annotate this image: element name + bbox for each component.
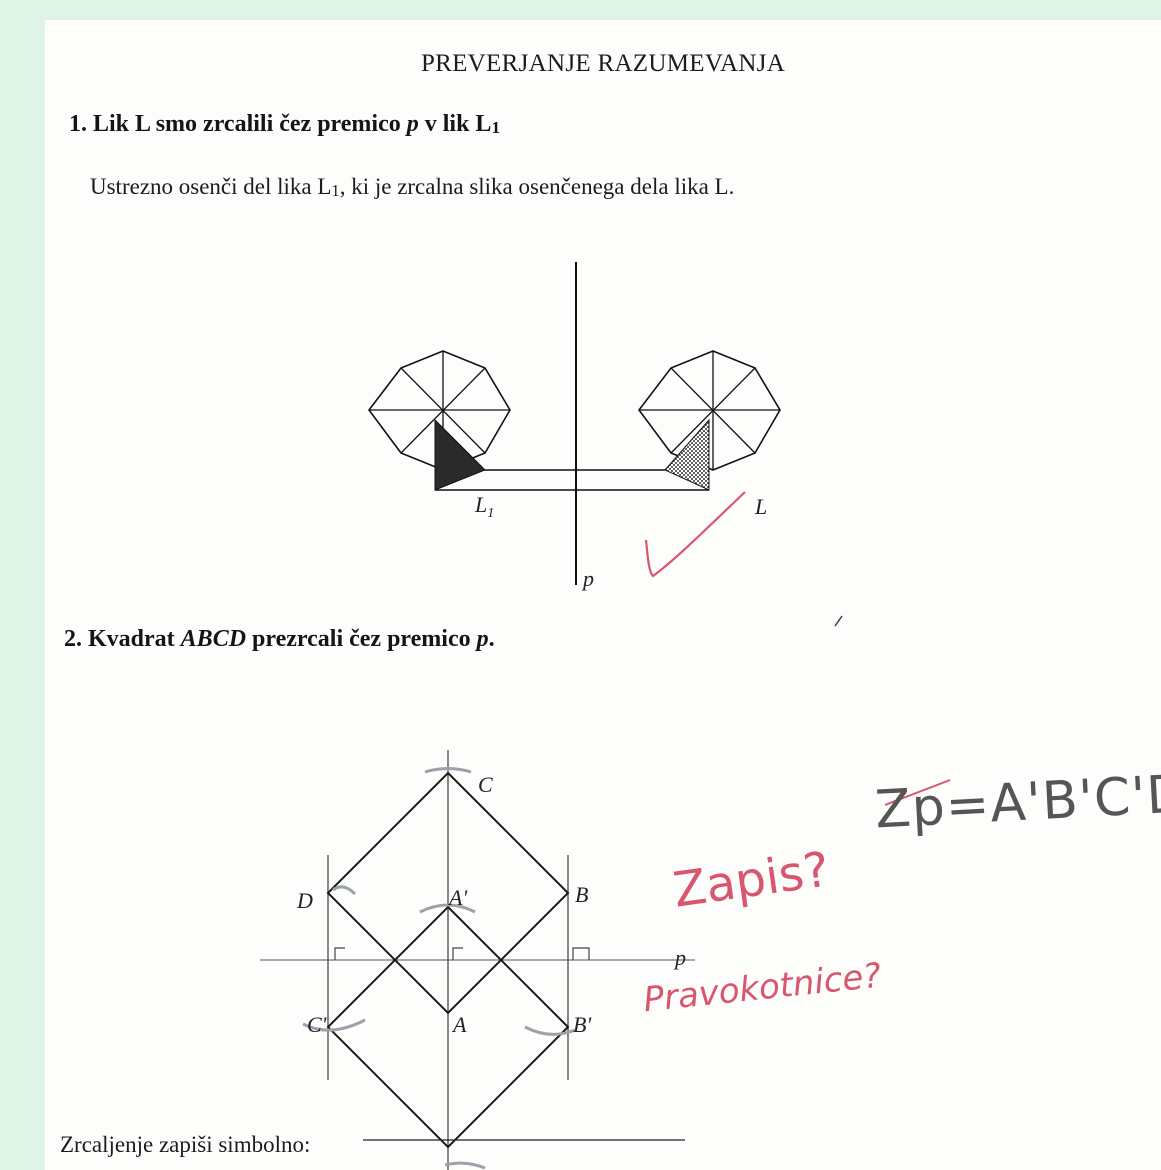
handwritten-formula: Zp=A'B'C'D' [873,763,1161,841]
right-angle-marks [334,947,590,960]
octagon-l-spokes [639,351,780,470]
question-1-instruction: Ustrezno osenči del lika L1, ki je zrcal… [90,174,734,200]
label-d: D [296,888,313,913]
answer-prompt: Zrcaljenje zapiši simbolno: [60,1132,311,1157]
question-subscript: 1 [491,118,501,138]
teacher-note-pravokotnice: Pravokotnice? [641,955,884,1021]
question-text: . [488,626,495,652]
question-text: Lik L smo zrcalili čez premico [93,111,407,137]
worksheet-page: PREVERJANJE RAZUMEVANJA 1. Lik L smo zrc… [45,20,1161,1170]
figure-1-reflection-octagons: L1 L p [367,262,843,627]
label-p-2: p [673,945,686,970]
label-c-prime: C' [307,1012,327,1037]
label-c: C [478,772,493,797]
stray-mark [834,615,843,627]
square-abcd [326,771,570,1015]
question-text: Kvadrat [88,626,181,652]
question-2-heading: 2. Kvadrat ABCD prezrcali čez premico p. [64,626,495,653]
question-1-heading: 1. Lik L smo zrcalili čez premico p v li… [69,111,500,138]
label-l1: L1 [474,492,494,521]
label-l: L [754,494,767,519]
label-a: A [451,1012,467,1037]
label-b-prime: B' [573,1012,591,1037]
shaded-triangle-l [664,418,710,491]
question-text: prezrcali čez premico [246,626,477,652]
question-number: 1. [69,111,87,137]
label-p: p [581,566,594,591]
instruction-subscript: 1 [331,180,340,200]
teacher-note-zapis: Zapis? [669,841,833,919]
question-text: v lik L [418,111,492,137]
question-number: 2. [64,626,82,652]
teacher-check-mark [644,491,746,578]
square-abcd-image [326,905,570,1149]
instruction-text: , ki je zrcalna slika osenčenega dela li… [339,174,735,199]
label-b: B [575,882,588,907]
label-a-prime: A' [447,885,467,910]
question-variable: ABCD [180,626,247,652]
instruction-text: Ustrezno osenči del lika L [90,174,332,199]
compass-arcs [302,767,576,1170]
page-title: PREVERJANJE RAZUMEVANJA [420,50,786,77]
question-variable: p [406,111,419,137]
question-variable: p [476,626,489,652]
shaded-triangle-l1 [434,418,486,491]
